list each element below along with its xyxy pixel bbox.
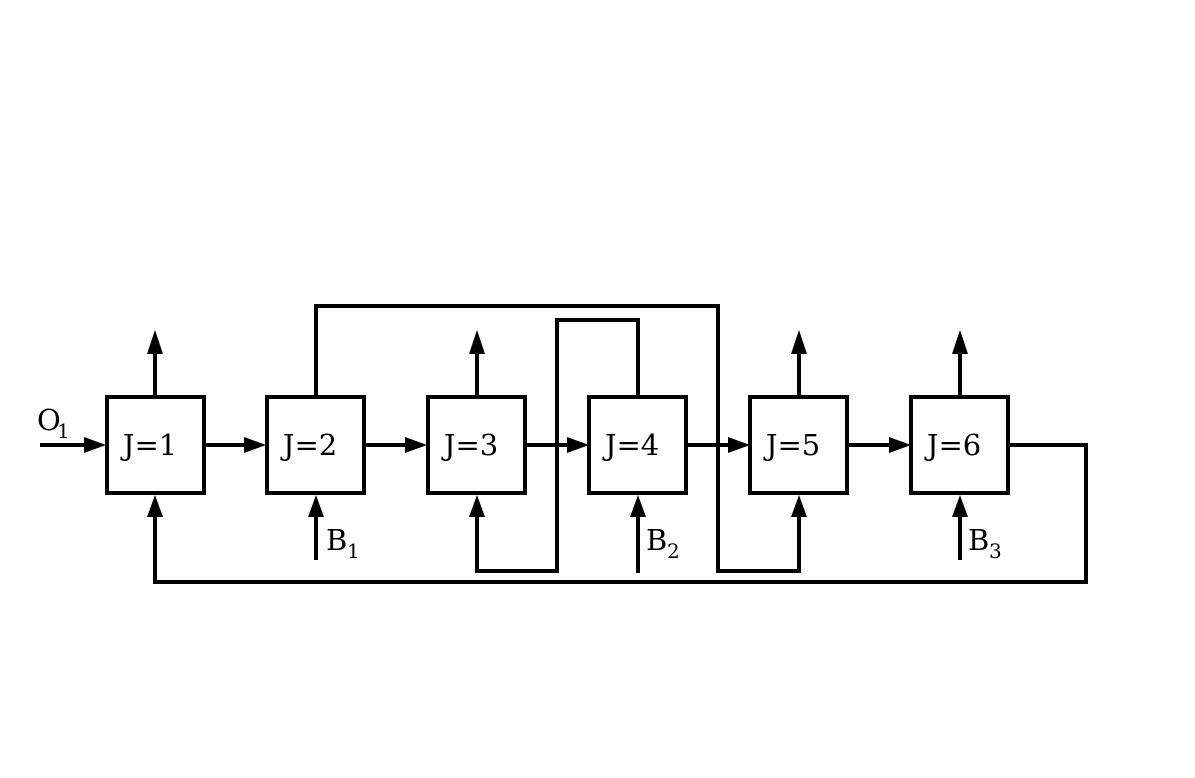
label-o1: O 1 bbox=[37, 403, 70, 443]
block-2: J=2 bbox=[265, 395, 366, 495]
label-b3-sub: 3 bbox=[989, 539, 1002, 563]
loop-4-to-3-line bbox=[475, 318, 640, 573]
label-b1-main: B bbox=[326, 523, 347, 557]
arrow-head-output-1 bbox=[147, 330, 163, 354]
arrow-head-5-6 bbox=[889, 437, 911, 453]
block-6: J=6 bbox=[909, 395, 1010, 495]
block-4-label: J=4 bbox=[602, 428, 659, 462]
block-3-box bbox=[426, 395, 527, 495]
arrow-head-return-1 bbox=[147, 495, 163, 517]
arrow-head-input-b2 bbox=[630, 495, 646, 517]
return-6-to-1-line bbox=[153, 443, 1088, 584]
block-3-label: J=3 bbox=[441, 428, 498, 462]
label-b2: B 2 bbox=[646, 523, 680, 563]
block-1: J=1 bbox=[105, 395, 206, 495]
block-1-label: J=1 bbox=[120, 428, 177, 462]
label-o1-sub: 1 bbox=[57, 419, 70, 443]
arrow-head-3-4 bbox=[567, 437, 589, 453]
block-1-box bbox=[105, 395, 206, 495]
connections bbox=[40, 304, 1088, 584]
label-b2-main: B bbox=[646, 523, 667, 557]
block-3: J=3 bbox=[426, 395, 527, 495]
block-4-box bbox=[587, 395, 688, 495]
arrow-head-output-3 bbox=[469, 330, 485, 354]
arrow-head-input-b3 bbox=[952, 495, 968, 517]
block-5-label: J=5 bbox=[763, 428, 820, 462]
label-o1-main: O bbox=[37, 403, 61, 437]
label-b2-sub: 2 bbox=[667, 539, 680, 563]
label-b1-sub: 1 bbox=[347, 539, 360, 563]
arrow-head-loop-3 bbox=[469, 495, 485, 517]
arrow-head-1-2 bbox=[244, 437, 266, 453]
block-5-box bbox=[748, 395, 849, 495]
arrow-head-input-o1 bbox=[84, 437, 106, 453]
block-2-label: J=2 bbox=[280, 428, 337, 462]
loop-2-to-5-line bbox=[314, 304, 801, 573]
label-b3: B 3 bbox=[968, 523, 1002, 563]
arrowheads bbox=[84, 330, 968, 517]
arrow-head-4-5 bbox=[728, 437, 750, 453]
arrow-head-input-b1 bbox=[308, 495, 324, 517]
label-b3-main: B bbox=[968, 523, 989, 557]
arrow-head-2-3 bbox=[405, 437, 427, 453]
block-6-box bbox=[909, 395, 1010, 495]
block-5: J=5 bbox=[748, 395, 849, 495]
arrow-head-output-5 bbox=[791, 330, 807, 354]
block-4: J=4 bbox=[587, 395, 688, 495]
arrow-head-loop-5 bbox=[791, 495, 807, 517]
label-b1: B 1 bbox=[326, 523, 360, 563]
block-6-label: J=6 bbox=[924, 428, 981, 462]
block-2-box bbox=[265, 395, 366, 495]
arrow-head-output-6 bbox=[952, 330, 968, 354]
